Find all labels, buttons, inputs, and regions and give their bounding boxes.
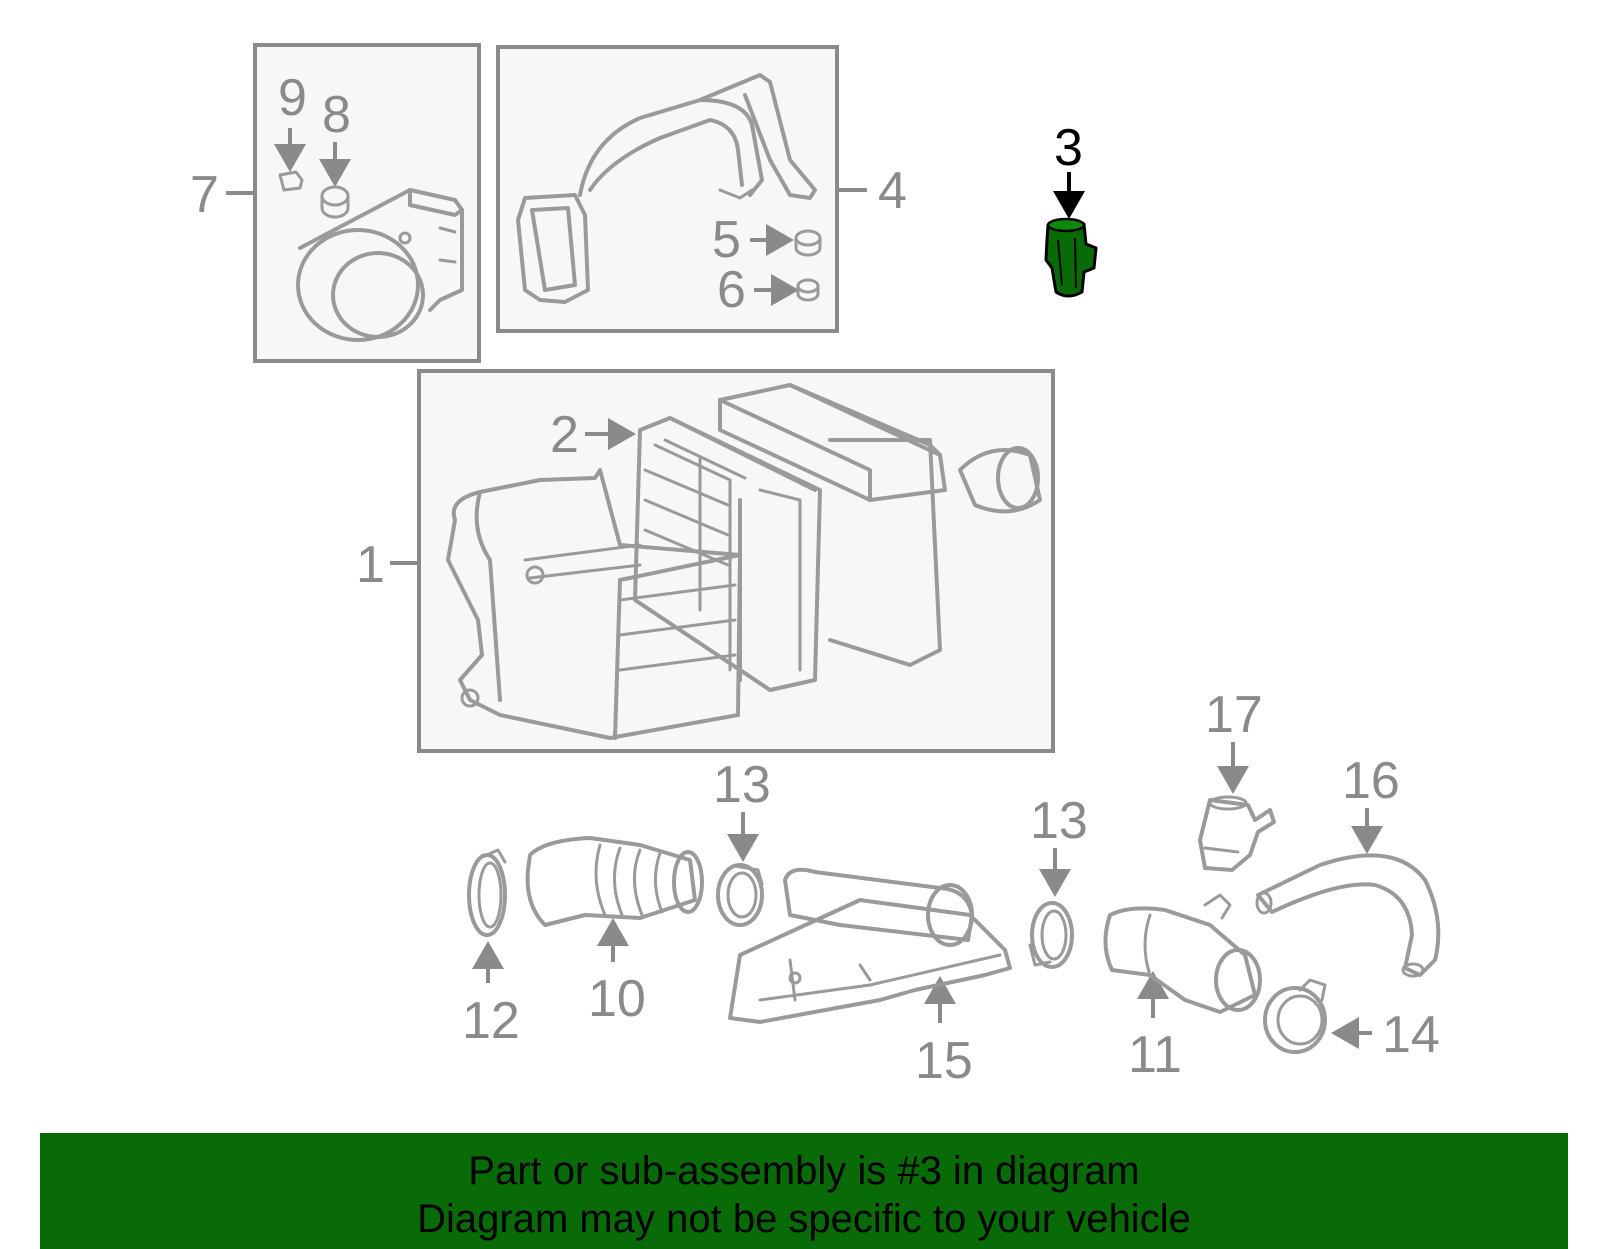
callout-13-left[interactable]: 13: [713, 756, 771, 814]
part-12-clamp-group: 12: [462, 848, 520, 1050]
part-9-clip[interactable]: [278, 170, 304, 192]
callout-7[interactable]: 7: [190, 166, 219, 224]
callout-3[interactable]: 3: [1054, 119, 1083, 177]
callout-14[interactable]: 14: [1382, 1006, 1440, 1064]
banner-line-disclaimer: Diagram may not be specific to your vehi…: [417, 1197, 1191, 1241]
callout-6[interactable]: 6: [717, 261, 746, 319]
callout-1[interactable]: 1: [356, 536, 385, 594]
callout-10[interactable]: 10: [588, 970, 646, 1028]
callout-2[interactable]: 2: [550, 406, 579, 464]
part-16-hose-group: 16: [1255, 752, 1441, 978]
callout-8[interactable]: 8: [322, 86, 351, 144]
part-12-clamp[interactable]: [467, 848, 507, 937]
callout-15[interactable]: 15: [915, 1032, 973, 1090]
part-15-resonator[interactable]: [728, 867, 1012, 1024]
callout-13-right[interactable]: 13: [1030, 792, 1088, 850]
part-5-grommet[interactable]: [794, 229, 822, 257]
part-10-hose[interactable]: [525, 836, 704, 927]
group-box-1: 1 2: [356, 369, 1055, 753]
part-13a-clamp-group: 13: [713, 756, 771, 927]
part-17-valve[interactable]: [1198, 795, 1276, 872]
callout-4[interactable]: 4: [878, 162, 907, 220]
callout-5[interactable]: 5: [712, 211, 741, 269]
part-14-clamp-group: 14: [1263, 978, 1440, 1064]
callout-11[interactable]: 11: [1128, 1026, 1182, 1084]
info-banner: Part or sub-assembly is #3 in diagram Di…: [40, 1133, 1568, 1249]
group-box-4: 4 5 6: [496, 45, 907, 333]
part-13b-clamp-group: 13: [1028, 792, 1088, 969]
part-13a-clamp[interactable]: [716, 863, 764, 927]
part-3-highlighted-group: 3: [1044, 119, 1098, 298]
part-1-air-cleaner-case[interactable]: [446, 383, 1042, 740]
part-11-hose-group: 11: [1103, 893, 1262, 1084]
part-8-grommet[interactable]: [320, 185, 350, 219]
part-10-hose-group: 10: [525, 836, 704, 1028]
part-4-intake-duct[interactable]: [516, 73, 817, 304]
part-7-throttle-body[interactable]: [296, 188, 464, 342]
part-16-hose[interactable]: [1255, 853, 1441, 978]
callout-16[interactable]: 16: [1342, 752, 1400, 810]
part-6-cap[interactable]: [796, 278, 820, 302]
part-11-hose[interactable]: [1103, 893, 1262, 1014]
part-3-valve[interactable]: [1044, 217, 1098, 298]
part-14-clamp[interactable]: [1263, 978, 1327, 1054]
part-15-resonator-group: 15: [728, 867, 1012, 1090]
callout-17[interactable]: 17: [1205, 686, 1263, 744]
group-box-7: 7 9 8: [190, 43, 481, 363]
callout-9[interactable]: 9: [278, 69, 307, 127]
part-17-valve-group: 17: [1198, 686, 1276, 872]
banner-line-part: Part or sub-assembly is #3 in diagram: [468, 1149, 1140, 1193]
part-13b-clamp[interactable]: [1028, 901, 1074, 969]
callout-12[interactable]: 12: [462, 992, 520, 1050]
